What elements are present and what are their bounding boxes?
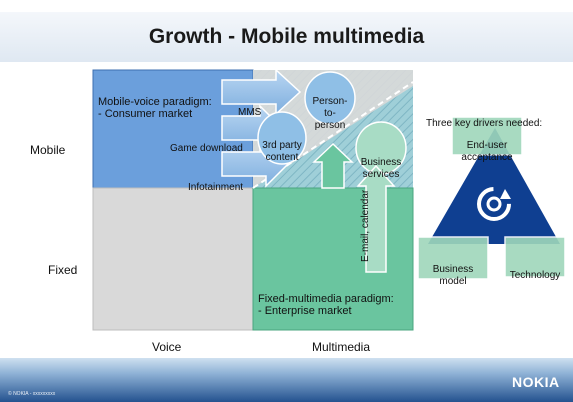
drivers-triangle	[428, 128, 560, 244]
nokia-logo: NOKIA	[512, 374, 560, 390]
driver-label-technology: Technology	[509, 270, 561, 281]
arrow-label-mms: MMS	[238, 107, 262, 118]
column-label-multimedia: Multimedia	[312, 340, 371, 354]
fixed-multimedia-heading: Fixed-multimedia paradigm:	[258, 293, 394, 305]
arrow-up-green	[312, 142, 354, 189]
row-label-fixed: Fixed	[48, 263, 78, 277]
mobile-voice-heading: Mobile-voice paradigm:	[98, 96, 212, 108]
driver-box-end-user	[451, 116, 523, 156]
drivers-heading: Three key drivers needed:	[426, 118, 543, 129]
quadrant-fixed-voice	[92, 187, 254, 331]
slide-title: Growth - Mobile multimedia	[148, 25, 425, 48]
arrow-mms	[221, 68, 302, 116]
bubble-label-person-to-person: Person-to-person	[312, 96, 348, 131]
arrow-label-game-download: Game download	[170, 143, 243, 154]
driver-box-technology	[504, 236, 566, 278]
row-label-mobile: Mobile	[30, 143, 66, 157]
bubble-third-party-content	[257, 111, 307, 165]
mobile-voice-detail: - Consumer market	[98, 108, 193, 120]
footer-band	[0, 358, 573, 402]
cycle-icon	[477, 187, 511, 221]
arrow-email-calendar	[356, 164, 396, 273]
arrow-label-infotainment: Infotainment	[188, 182, 244, 193]
title-bar	[0, 12, 573, 62]
driver-box-business-model	[417, 236, 489, 280]
column-label-voice: Voice	[152, 340, 182, 354]
arrow-label-email-calendar: E-mail, calendar	[360, 189, 371, 262]
bubble-person-to-person	[304, 71, 356, 125]
fixed-multimedia-detail: - Enterprise market	[258, 305, 352, 317]
footer-copyright: © NOKIA - xxxxxxxxx	[8, 391, 56, 397]
